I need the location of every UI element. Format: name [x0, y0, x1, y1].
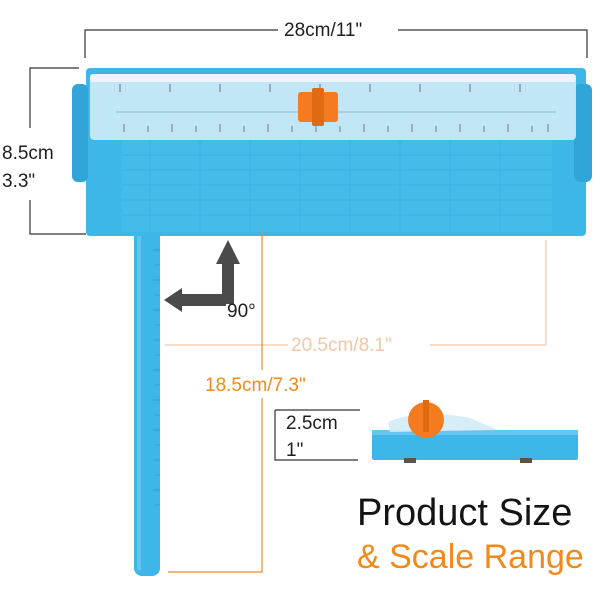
- arm-length-line: [168, 232, 263, 573]
- thickness-cm-label: 2.5cm: [286, 413, 338, 434]
- arm-length-label: 18.5cm/7.3": [205, 375, 306, 396]
- thickness-in-label: 1": [286, 440, 304, 461]
- cut-length-label: 20.5cm/8.1": [291, 335, 392, 356]
- angle-label: 90°: [227, 301, 256, 322]
- width-label: 28cm/11": [284, 20, 363, 41]
- cutter-slider: [298, 88, 338, 126]
- heading-product-size: Product Size: [357, 492, 573, 534]
- side-view: [274, 400, 578, 463]
- extension-arm: [134, 228, 160, 576]
- height-dimension-line: [29, 67, 86, 235]
- heading-scale-range: & Scale Range: [357, 538, 584, 576]
- cut-length-line: [165, 240, 547, 346]
- angle-arrows: [164, 240, 240, 312]
- height-cm-label: 8.5cm: [2, 143, 54, 164]
- height-in-label: 3.3": [2, 171, 36, 192]
- width-dimension-line: [84, 29, 588, 58]
